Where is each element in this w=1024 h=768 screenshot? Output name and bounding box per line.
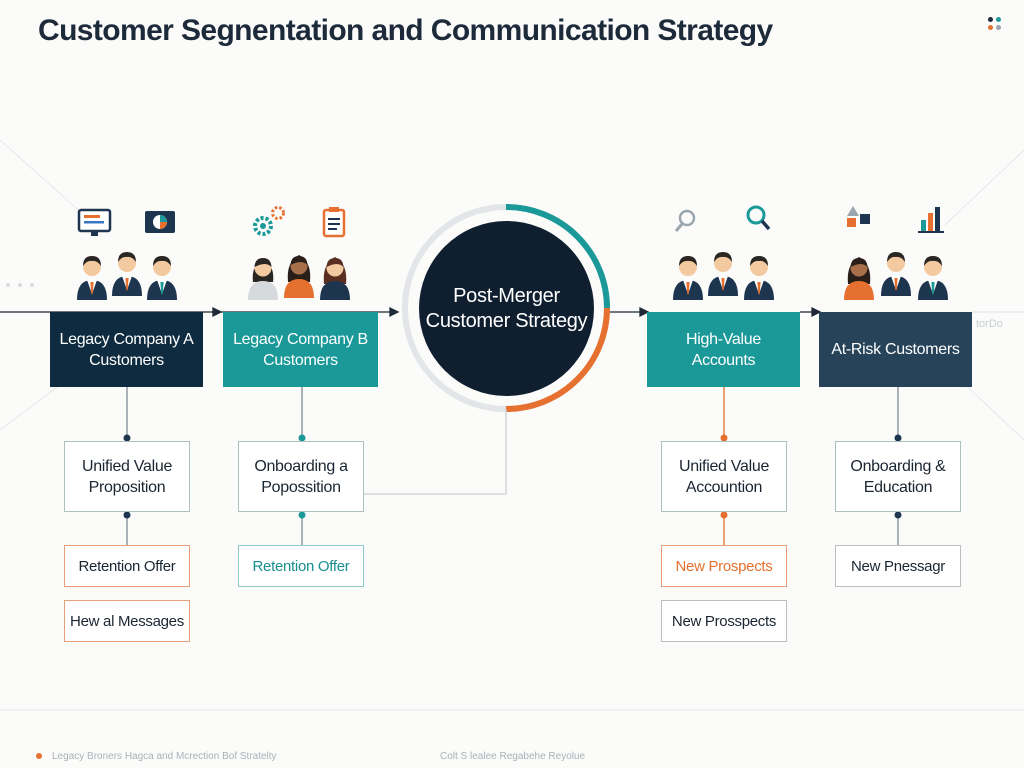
segment-at-risk[interactable]: At-Risk Customers [819, 312, 972, 387]
card-onboarding-proposition[interactable]: Onboarding a Popossition [238, 441, 364, 512]
people-group-b [248, 255, 350, 300]
pie-chart-icon [145, 211, 175, 233]
card-unified-value-proposition[interactable]: Unified Value Proposition [64, 441, 190, 512]
tag-messages-a[interactable]: Hew al Messages [64, 600, 190, 642]
segment-legacy-b[interactable]: Legacy Company B Customers [223, 312, 378, 387]
hub-circle[interactable]: Post-Merger Customer Strategy [419, 221, 594, 396]
shapes-icon [847, 206, 870, 227]
card-unified-value-account[interactable]: Unified Value Accountion [661, 441, 787, 512]
menu-dots-icon[interactable] [988, 17, 1004, 33]
card-onboarding-education[interactable]: Onboarding & Education [835, 441, 961, 512]
segment-legacy-a[interactable]: Legacy Company A Customers [50, 312, 203, 387]
gear-icon [253, 206, 285, 236]
tag-new-message[interactable]: New Pnessagr [835, 545, 961, 587]
tag-new-prospects-2[interactable]: New Prosspects [661, 600, 787, 642]
monitor-icon [77, 208, 112, 236]
clipboard-icon [322, 207, 346, 238]
people-group-high-value [673, 252, 774, 300]
footer-left-text: Legacy Broners Hagca and Mcrection Bof S… [52, 751, 277, 762]
side-note: torDo [976, 318, 1003, 330]
footer-center-text: Colt S lealee Regabehe Reyolue [440, 751, 586, 762]
magnifier-icon [674, 209, 696, 232]
tag-new-prospects[interactable]: New Prospects [661, 545, 787, 587]
magnifier-icon [746, 205, 771, 231]
segment-high-value[interactable]: High-Value Accounts [647, 312, 800, 387]
tag-retention-offer-a[interactable]: Retention Offer [64, 545, 190, 587]
tag-retention-offer-b[interactable]: Retention Offer [238, 545, 364, 587]
page-title: Customer Segnentation and Communication … [38, 14, 773, 47]
footer-dot [36, 753, 42, 759]
people-group-a [77, 252, 177, 300]
bar-chart-icon [918, 207, 944, 233]
people-group-at-risk [844, 252, 948, 300]
